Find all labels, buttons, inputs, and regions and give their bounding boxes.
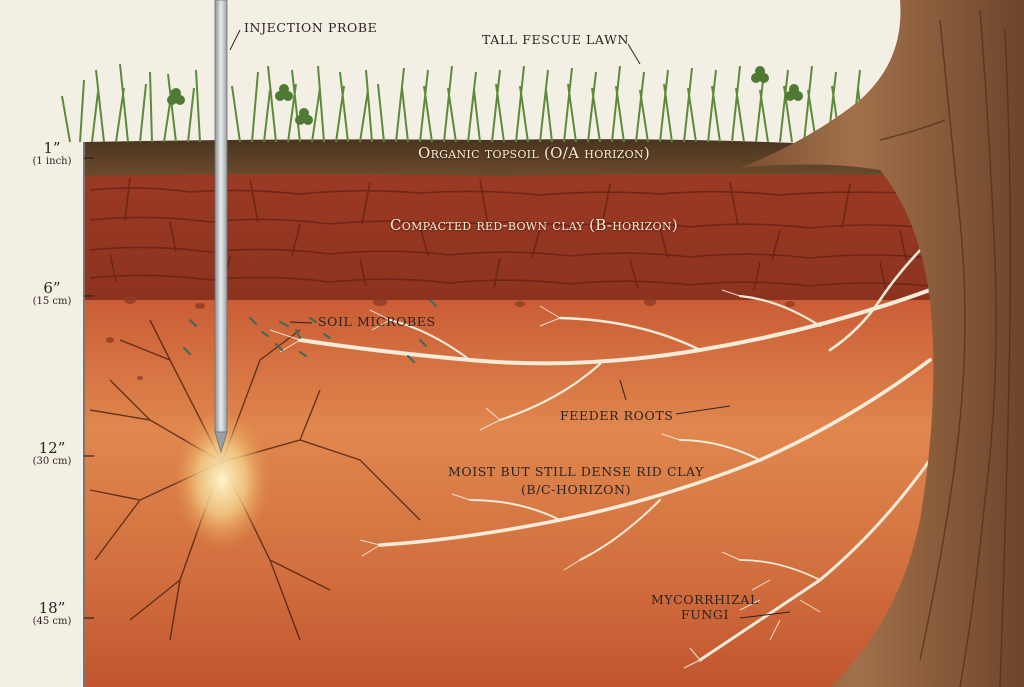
bark-texture: [879, 9, 1012, 687]
depth-marker-6: 6” (15 cm): [24, 280, 80, 308]
depth-marker-1: 1” (1 inch): [24, 140, 80, 168]
organic-topsoil-label: Organic topsoil (O/A horizon): [418, 144, 651, 162]
depth-value: 18”: [38, 599, 66, 617]
clay-layer: [85, 168, 940, 300]
depth-unit: (45 cm): [32, 616, 72, 627]
depth-value: 12”: [38, 439, 66, 457]
soil-microbes-dots: [183, 299, 437, 363]
injection-glow: [174, 410, 270, 550]
moist-clay-line2: (B/C-HORIZON): [520, 482, 632, 497]
feeder-roots-label: FEEDER ROOTS: [560, 408, 674, 423]
depth-unit: (1 inch): [32, 156, 72, 167]
clover-leaves: [167, 66, 803, 125]
leader-lines: [229, 29, 791, 619]
pebbles: [106, 296, 795, 380]
fine-roots: [269, 289, 821, 669]
feeder-roots: [298, 238, 932, 662]
grass: [61, 63, 865, 143]
topsoil-layer: [85, 139, 945, 176]
depth-marker-12: 12” (30 cm): [24, 440, 80, 468]
mycorrhizal-fungi-label: MYCORRHIZAL FUNGI: [650, 592, 760, 622]
depth-ruler: [83, 142, 94, 687]
soil-microbes-label: SOIL MICROBES: [318, 314, 436, 329]
mycorrhizal-line2: FUNGI: [680, 607, 730, 622]
probe-tip: [214, 431, 228, 454]
tall-fescue-lawn-label: TALL FESCUE LAWN: [482, 32, 630, 47]
mycorrhizal-line1: MYCORRHIZAL: [651, 592, 759, 607]
depth-value: 1”: [43, 139, 61, 157]
tree-trunk: [740, 0, 1024, 687]
moist-clay-label: MOIST BUT STILL DENSE RID CLAY (B/C-HORI…: [426, 464, 726, 497]
clay-cracks: [89, 177, 931, 291]
compacted-clay-label: Compacted red-bown clay (B-horizon): [390, 216, 679, 234]
depth-unit: (30 cm): [32, 456, 72, 467]
probe-shaft: [214, 0, 228, 433]
depth-unit: (15 cm): [32, 296, 72, 307]
injection-probe-label: INJECTION PROBE: [244, 20, 378, 35]
moist-clay-line1: MOIST BUT STILL DENSE RID CLAY: [447, 464, 705, 479]
depth-marker-18: 18” (45 cm): [24, 600, 80, 628]
depth-value: 6”: [43, 279, 61, 297]
